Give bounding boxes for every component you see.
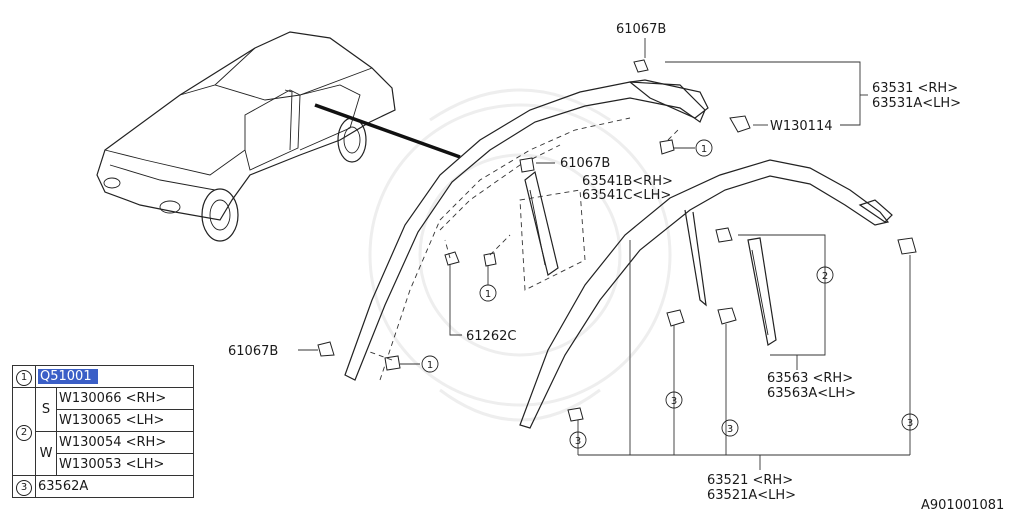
svg-text:3: 3 <box>671 396 677 407</box>
callout-1-mid: 1 <box>479 284 497 302</box>
leader-lines <box>298 38 911 470</box>
screw-bottom <box>384 355 401 371</box>
legend-key-1: 1 <box>16 369 32 386</box>
legend-group-w: W <box>35 431 57 476</box>
svg-text:1: 1 <box>427 360 433 371</box>
legend-group-s: S <box>35 387 57 432</box>
callout-3-d: 3 <box>901 413 919 431</box>
label-weather-rh: 63563 <RH> <box>767 371 853 386</box>
clip-frame-4 <box>567 407 584 422</box>
clip-w130114 <box>729 115 751 133</box>
car-illustration <box>96 31 461 242</box>
svg-text:3: 3 <box>727 424 733 435</box>
roof-molding-assembly <box>317 59 751 381</box>
legend-part-s-lh: W130065 <LH> <box>56 409 194 432</box>
label-molding-rh: 63531 <RH> <box>872 81 958 96</box>
svg-text:2: 2 <box>822 271 828 282</box>
callout-1-bottom: 1 <box>421 355 439 373</box>
callouts: 1 1 1 2 3 3 3 3 <box>421 139 919 449</box>
parts-legend-table: 1 Q51001 2 S W130066 <RH> W130065 <LH> W… <box>12 365 194 498</box>
svg-text:1: 1 <box>701 144 707 155</box>
legend-part-w-lh: W130053 <LH> <box>56 453 194 476</box>
screw-mid <box>483 252 497 267</box>
callout-3-a: 3 <box>569 431 587 449</box>
label-clip-mid: 61067B <box>560 156 610 171</box>
pillar-trim <box>519 170 586 291</box>
legend-part-63562a: 63562A <box>35 475 194 498</box>
svg-text:3: 3 <box>575 436 581 447</box>
legend-part-w-rh: W130054 <RH> <box>56 431 194 454</box>
callout-3-c: 3 <box>721 419 739 437</box>
legend-row-2-s-rh: 2 S W130066 <RH> <box>12 387 194 476</box>
svg-text:3: 3 <box>907 418 913 429</box>
part-labels: 61067B 63531 <RH> 63531A<LH> W130114 610… <box>228 22 1004 512</box>
callout-1-top: 1 <box>695 139 713 157</box>
diagram-code: A901001081 <box>921 498 1004 512</box>
legend-part-q51001[interactable]: Q51001 <box>38 368 98 384</box>
clip-frame-2 <box>717 307 737 325</box>
label-frame-rh: 63521 <RH> <box>707 473 793 488</box>
legend-part-s-rh: W130066 <RH> <box>56 387 194 410</box>
clip-61067b-left <box>317 341 335 357</box>
callout-2: 2 <box>816 266 834 284</box>
legend-row-1: 1 Q51001 <box>12 365 194 388</box>
door-frame <box>519 159 917 429</box>
legend-row-2-w-rh: W W130054 <RH> <box>13 431 194 476</box>
screw-top <box>659 139 675 155</box>
clip-61067b-top <box>633 59 649 73</box>
watermark-emblem <box>368 88 672 422</box>
callout-3-b: 3 <box>665 391 683 409</box>
clip-61262c <box>444 251 460 266</box>
clip-61067b-mid <box>519 157 535 173</box>
clip-weather <box>715 227 733 243</box>
label-weather-lh: 63563A<LH> <box>767 386 856 401</box>
label-clip-w: W130114 <box>770 119 832 134</box>
legend-key-2: 2 <box>16 424 32 441</box>
legend-row-3: 3 63562A <box>12 475 194 498</box>
legend-key-3: 3 <box>16 479 32 496</box>
label-pillar-rh: 63541B<RH> <box>582 174 673 189</box>
label-clip-61262c: 61262C <box>466 329 516 344</box>
clip-frame-3 <box>897 237 917 255</box>
label-clip-left: 61067B <box>228 344 278 359</box>
svg-text:1: 1 <box>485 289 491 300</box>
label-frame-lh: 63521A<LH> <box>707 488 796 503</box>
clip-frame-1 <box>666 309 685 327</box>
label-clip-top: 61067B <box>616 22 666 37</box>
label-pillar-lh: 63541C<LH> <box>582 188 671 203</box>
label-molding-lh: 63531A<LH> <box>872 96 961 111</box>
